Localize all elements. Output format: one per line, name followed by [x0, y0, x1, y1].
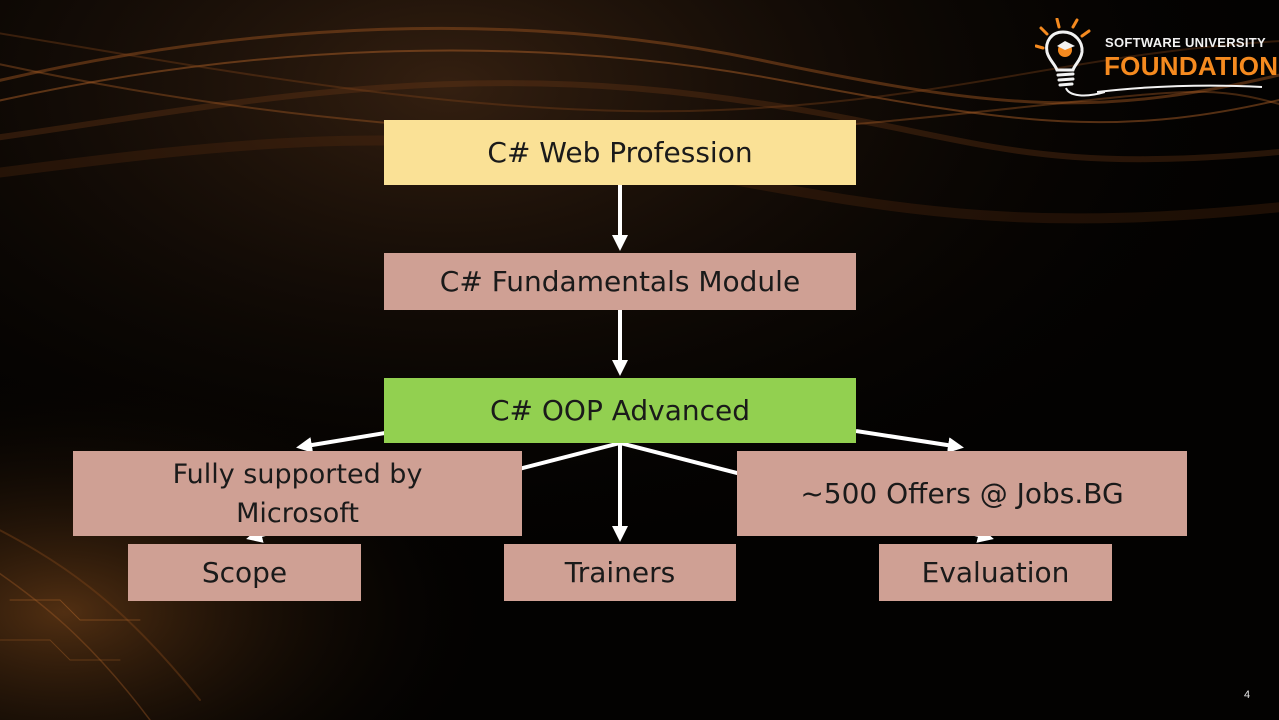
node-scope-label: Scope: [201, 556, 288, 589]
logo-underline-swoosh: [1097, 84, 1263, 93]
node-oop-advanced-label: C# OOP Advanced: [489, 394, 751, 427]
node-evaluation-label: Evaluation: [921, 556, 1070, 589]
node-offers-label: ~500 Offers @ Jobs.BG: [800, 477, 1124, 510]
node-trainers-label: Trainers: [564, 556, 676, 589]
logo-line-foundation: FOUNDATION: [1104, 51, 1279, 81]
node-offers: ~500 Offers @ Jobs.BG: [737, 451, 1187, 536]
node-web-profession: C# Web Profession: [384, 120, 856, 185]
node-fundamentals-module: C# Fundamentals Module: [384, 253, 856, 310]
node-microsoft-label: Fully supported by Microsoft: [172, 458, 423, 529]
arrow-advanced-to-microsoft: [296, 431, 386, 453]
logo-line-software-university: SOFTWARE UNIVERSITY: [1105, 35, 1266, 50]
node-web-profession-label: C# Web Profession: [487, 136, 753, 169]
node-trainers: Trainers: [504, 544, 736, 601]
node-evaluation: Evaluation: [879, 544, 1112, 601]
node-fundamentals-label: C# Fundamentals Module: [439, 265, 801, 298]
node-scope: Scope: [128, 544, 361, 601]
page-number: 4: [1244, 689, 1251, 701]
lightbulb-icon: [1035, 18, 1105, 97]
node-microsoft-support: Fully supported by Microsoft: [73, 451, 522, 536]
softuni-foundation-logo: SOFTWARE UNIVERSITY FOUNDATION: [1035, 18, 1278, 100]
node-oop-advanced: C# OOP Advanced: [384, 378, 856, 443]
arrow-advanced-to-offers: [855, 429, 964, 454]
